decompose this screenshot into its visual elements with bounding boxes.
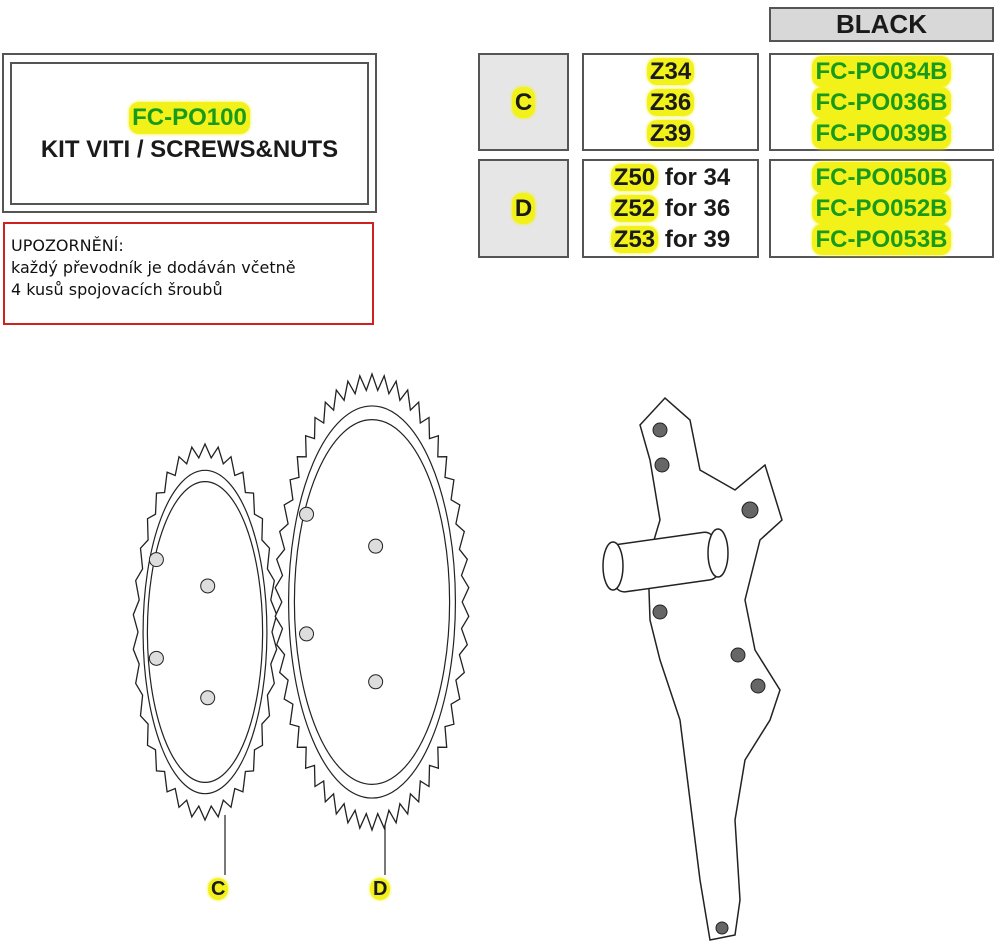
size-note: for 34: [664, 164, 731, 191]
kit-title: KIT VITI / SCREWS&NUTS: [40, 135, 339, 163]
diagram-label-d: D: [370, 878, 391, 901]
sizes-c-cell: Z34 Z36 Z39: [582, 53, 759, 151]
label-text: C: [208, 878, 229, 900]
kit-box: FC-PO100 KIT VITI / SCREWS&NUTS: [10, 62, 369, 205]
group-label: D: [511, 193, 536, 224]
size-note: for 39: [664, 226, 731, 253]
warning-line: každý převodník je dodáván včetně: [11, 258, 296, 277]
chainring-inner-edge: [142, 469, 268, 795]
bolt-holes: [652, 422, 766, 935]
group-d-cell: D: [478, 159, 569, 258]
chainring-c: [132, 442, 278, 822]
size-row: Z52 for 36: [610, 193, 731, 224]
warning-heading: UPOZORNĚNÍ:: [11, 236, 124, 255]
group-label: C: [511, 86, 536, 118]
chainring-bolt: [299, 626, 315, 642]
teeth-count: Z34: [646, 57, 695, 85]
part-code: FC-PO034B: [812, 55, 951, 87]
size-row: Z34: [646, 56, 695, 87]
kit-box-frame: [2, 53, 377, 213]
chainring-bolt: [200, 690, 216, 706]
chainring-bolt: [200, 578, 216, 594]
diagram-label-c: C: [208, 878, 229, 901]
codes-d-cell: FC-PO050B FC-PO052B FC-PO053B: [769, 159, 994, 258]
crank-arm: [602, 396, 783, 941]
size-note: for 36: [664, 195, 731, 222]
sizes-d-cell: Z50 for 34 Z52 for 36 Z53 for 39: [582, 159, 759, 258]
chainring-bolt: [148, 552, 164, 568]
chainring-teeth: [274, 372, 470, 832]
teeth-count: Z36: [646, 88, 695, 116]
size-row: Z39: [646, 118, 695, 149]
chainring-bolt: [368, 674, 384, 690]
chainring-inner-edge: [146, 481, 264, 783]
part-code: FC-PO053B: [812, 224, 951, 255]
kit-code: FC-PO100: [129, 101, 250, 134]
teeth-count: Z39: [646, 119, 695, 147]
chainring-inner-edge: [293, 419, 451, 785]
chainring-bolt: [148, 650, 164, 666]
chainring-d: [274, 372, 470, 832]
size-row: Z36: [646, 87, 695, 118]
size-row: Z53 for 39: [610, 224, 731, 255]
teeth-count: Z50: [610, 164, 659, 191]
chainring-bolt: [299, 506, 315, 522]
label-text: D: [370, 878, 391, 900]
warning-box: UPOZORNĚNÍ: každý převodník je dodáván v…: [3, 222, 374, 325]
group-c-cell: C: [478, 53, 569, 151]
size-row: Z50 for 34: [610, 162, 731, 193]
teeth-count: Z52: [610, 195, 659, 222]
color-header-black: BLACK: [769, 7, 994, 42]
warning-line: 4 kusů spojovacích šroubů: [11, 280, 223, 299]
part-code: FC-PO039B: [812, 117, 951, 149]
chainring-bolt: [368, 538, 384, 554]
part-code: FC-PO050B: [812, 162, 951, 193]
chainring-inner-edge: [287, 405, 457, 799]
part-code: FC-PO052B: [812, 193, 951, 224]
teeth-count: Z53: [610, 226, 659, 253]
chainring-teeth: [132, 442, 278, 822]
part-code: FC-PO036B: [812, 86, 951, 118]
codes-c-cell: FC-PO034B FC-PO036B FC-PO039B: [769, 53, 994, 151]
